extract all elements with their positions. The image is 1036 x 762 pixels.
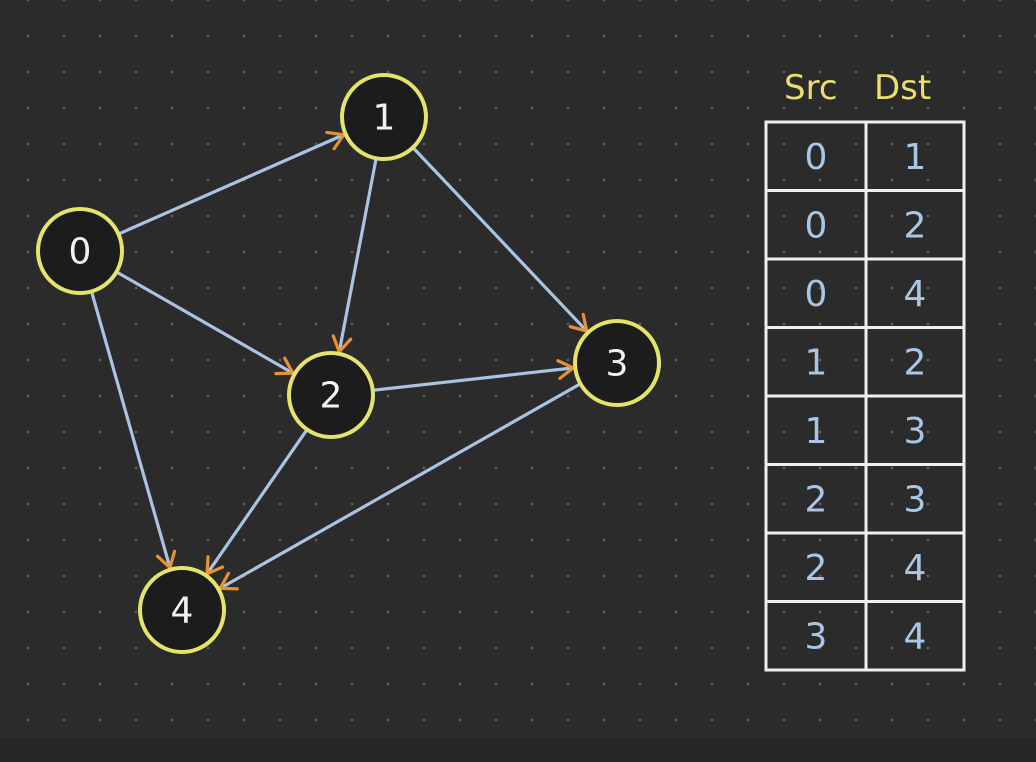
table-cell-src: 2 [805, 479, 828, 520]
arrowhead-0-4 [155, 549, 177, 570]
table-header-src: Src [784, 68, 838, 108]
node-label: 3 [606, 344, 629, 385]
table-cell-src: 0 [805, 274, 828, 315]
arrowheads-layer [155, 130, 589, 591]
edge-0-1 [117, 133, 346, 236]
edges-layer [90, 133, 589, 590]
table-cell-dst: 2 [904, 205, 927, 246]
table-cell-dst: 2 [904, 342, 927, 383]
nodes-layer: 0 1 2 3 4 [36, 73, 661, 654]
edge-3-4 [218, 382, 582, 590]
node-circle [573, 319, 661, 407]
node-2: 2 [287, 351, 375, 439]
table-cell-src: 0 [805, 205, 828, 246]
node-label: 0 [69, 232, 92, 273]
node-3: 3 [573, 319, 661, 407]
table-cell-dst: 4 [904, 616, 927, 657]
table-header-dst: Dst [874, 68, 931, 108]
table-cell-src: 1 [805, 411, 828, 452]
node-1: 1 [340, 73, 428, 161]
node-circle [287, 351, 375, 439]
arrowhead-2-4 [205, 555, 225, 576]
table-cell-dst: 3 [904, 479, 927, 520]
edge-1-2 [337, 157, 378, 354]
node-circle [340, 73, 428, 161]
bottom-band [0, 738, 1036, 762]
edge-2-3 [372, 366, 575, 392]
edge-0-4 [90, 290, 172, 570]
table-cell-dst: 4 [904, 274, 927, 315]
arrowhead-0-1 [325, 130, 346, 151]
edge-2-4 [205, 428, 309, 576]
node-label: 2 [320, 376, 343, 417]
node-label: 1 [373, 98, 396, 139]
node-circle [36, 207, 124, 295]
table-cell-dst: 3 [904, 411, 927, 452]
table-cell-src: 0 [805, 137, 828, 178]
node-circle [138, 566, 226, 654]
table-cell-dst: 1 [904, 137, 927, 178]
table-cell-src: 2 [805, 548, 828, 589]
arrowhead-2-3 [556, 359, 575, 380]
node-4: 4 [138, 566, 226, 654]
table-cell-src: 3 [805, 616, 828, 657]
edge-1-3 [411, 146, 589, 333]
node-label: 4 [171, 591, 194, 632]
node-0: 0 [36, 207, 124, 295]
table-cell-src: 1 [805, 342, 828, 383]
edge-0-2 [115, 270, 295, 375]
table-cell-dst: 4 [904, 548, 927, 589]
